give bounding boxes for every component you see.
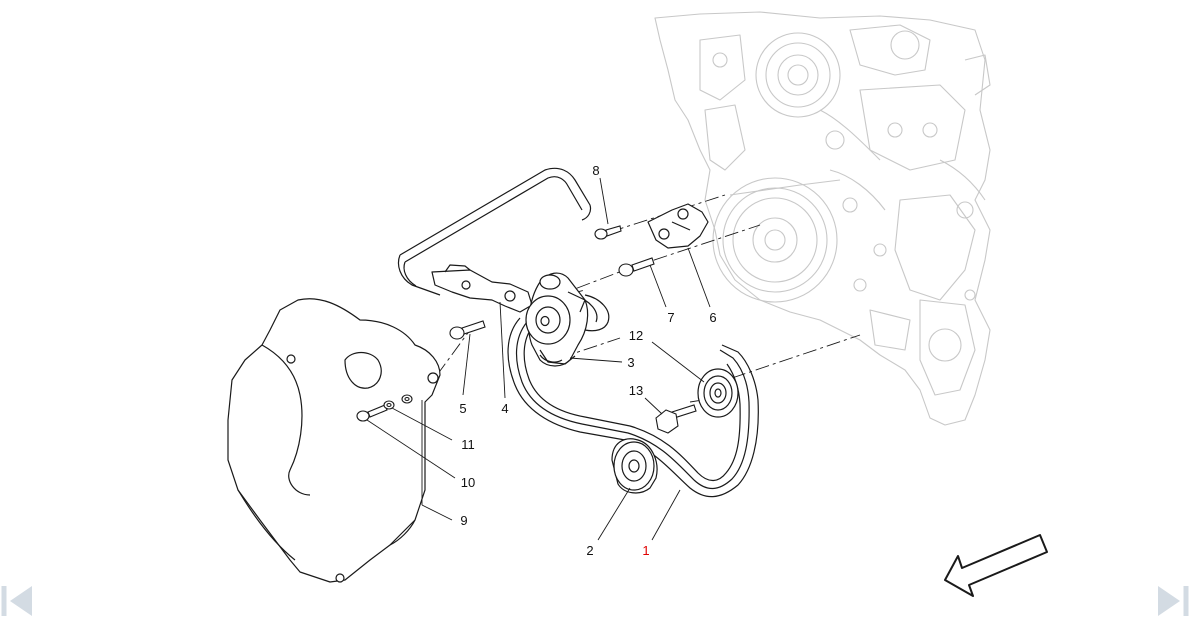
callout-label-3: 3 [627, 355, 634, 370]
callout-label-9: 9 [460, 513, 467, 528]
chevron-left-icon [1, 586, 32, 616]
callout-label-2: 2 [586, 543, 593, 558]
part-2-lower-pulley [611, 438, 658, 494]
part-12-idler-pulley [697, 368, 739, 418]
chevron-right-icon [1158, 586, 1189, 616]
callout-leader-lines [366, 177, 711, 541]
bolt-part-7 [618, 257, 655, 277]
part-3-belt-tensioner [525, 272, 589, 367]
callout-label-4: 4 [501, 401, 508, 416]
bolt-part-13 [655, 404, 697, 434]
engine-block-ghost [654, 11, 991, 426]
assembly-centerlines [394, 194, 861, 403]
callout-label-13: 13 [629, 383, 643, 398]
orientation-arrow-icon [944, 534, 1048, 597]
callout-label-11: 11 [461, 437, 475, 452]
callout-label-5: 5 [459, 401, 466, 416]
bolt-part-8 [594, 225, 622, 240]
part-4-tensioner-bracket [431, 264, 533, 313]
part-upper-belt-loop [397, 167, 610, 332]
bolt-part-10 [356, 404, 388, 422]
callout-label-7: 7 [667, 310, 674, 325]
callout-label-1: 1 [642, 543, 649, 558]
part-6-idler-bracket [647, 203, 709, 249]
callout-labels: 1 2 3 4 5 6 7 8 9 10 11 12 13 [459, 163, 716, 558]
washer-part-11 [383, 394, 413, 410]
bolt-part-5 [449, 320, 486, 340]
callout-label-10: 10 [461, 475, 475, 490]
callout-label-6: 6 [709, 310, 716, 325]
next-page-button[interactable] [1150, 582, 1190, 620]
callout-label-8: 8 [592, 163, 599, 178]
previous-page-button[interactable] [0, 582, 40, 620]
part-9-belt-cover [227, 298, 441, 583]
callout-label-12: 12 [629, 328, 643, 343]
part-1-poly-v-belt [507, 317, 759, 498]
